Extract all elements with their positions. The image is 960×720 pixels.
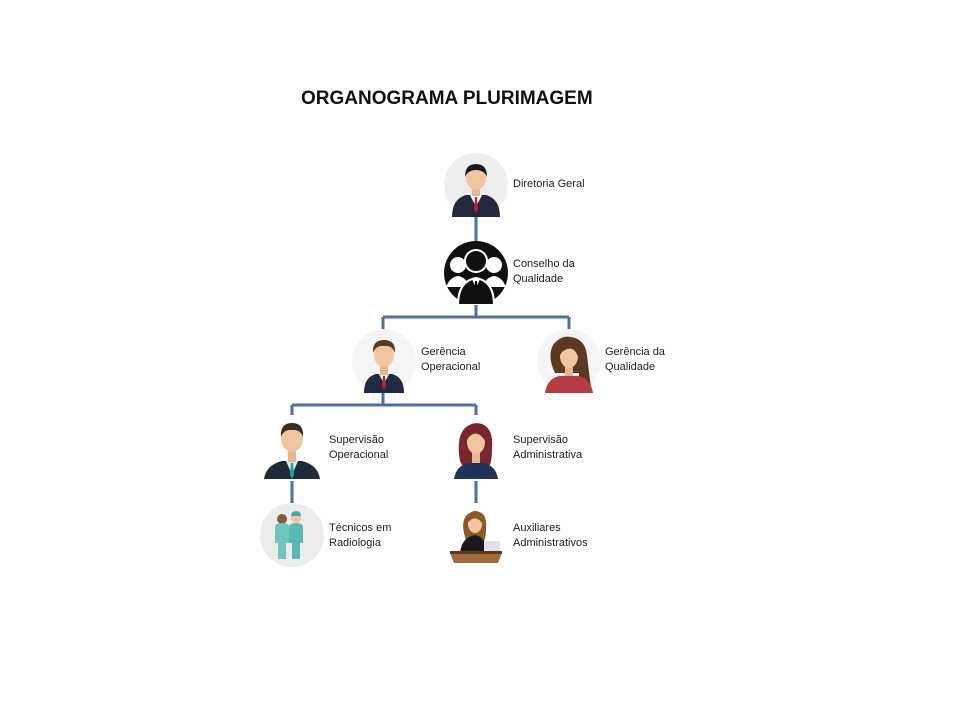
node-label-tecnicos: Técnicos em Radiologia bbox=[329, 522, 392, 549]
node-label-gerencia-operacional: Gerência Operacional bbox=[421, 346, 481, 373]
node-label-auxiliares: Auxiliares Administrativos bbox=[513, 522, 588, 549]
node-label-conselho: Conselho da Qualidade bbox=[513, 258, 575, 285]
supervisor-man-icon bbox=[260, 415, 324, 479]
node-label-supervisao-administrativa: Supervisão Administrativa bbox=[513, 434, 583, 461]
receptionist-icon bbox=[444, 503, 508, 567]
node-label-gerencia-qualidade: Gerência da Qualidade bbox=[605, 346, 665, 373]
manager-woman-icon bbox=[537, 329, 601, 393]
chart-title: ORGANOGRAMA PLURIMAGEM bbox=[301, 88, 593, 109]
node-label-diretoria: Diretoria Geral bbox=[513, 178, 585, 190]
manager-man-icon bbox=[352, 329, 416, 393]
node-label-supervisao-operacional: Supervisão Operacional bbox=[329, 434, 389, 461]
medical-staff-icon bbox=[260, 503, 324, 567]
supervisor-woman-icon bbox=[444, 415, 508, 479]
group-icon bbox=[444, 241, 508, 306]
businessman-icon bbox=[444, 153, 508, 217]
